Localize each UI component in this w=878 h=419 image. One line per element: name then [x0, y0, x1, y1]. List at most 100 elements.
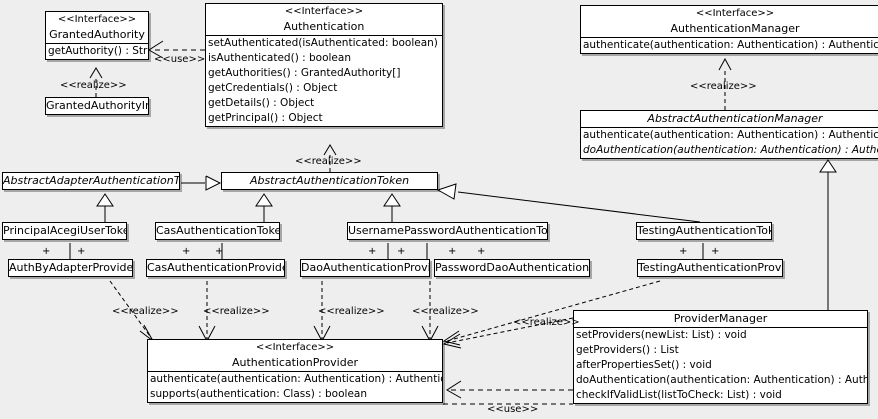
assoc-plus-mark: +	[182, 246, 191, 257]
class-dao-authentication-provider[interactable]: DaoAuthenticationProvider	[300, 259, 430, 277]
compartment-divider	[46, 43, 148, 44]
relationship-label-use-authentication-granted-authority: <<use>>	[154, 54, 206, 65]
operation: authenticate(authentication: Authenticat…	[583, 129, 878, 141]
class-authentication-provider[interactable]: <<Interface>> AuthenticationProvider aut…	[147, 339, 443, 403]
assoc-plus-mark: +	[215, 246, 224, 257]
class-header: UsernamePasswordAuthenticationToken	[348, 223, 547, 239]
relationship-label-realize-dao-authentication-provider: <<realize>>	[318, 306, 385, 317]
class-abstract-authentication-manager[interactable]: AbstractAuthenticationManager authentica…	[580, 110, 878, 159]
class-name: AbstractAuthenticationToken	[249, 174, 410, 187]
class-abstract-adapter-authentication-token[interactable]: AbstractAdapterAuthenticationToken	[2, 172, 180, 190]
class-name: PrincipalAcegiUserToken	[3, 224, 127, 237]
operation: authenticate(authentication: Authenticat…	[150, 373, 443, 385]
class-principal-acegi-user-token[interactable]: PrincipalAcegiUserToken	[2, 222, 127, 240]
compartment-divider	[148, 371, 442, 372]
class-abstract-authentication-token[interactable]: AbstractAuthenticationToken	[221, 172, 438, 190]
stereotype-label: <<Interface>>	[284, 6, 364, 17]
class-name: CasAuthenticationProvider	[147, 261, 285, 274]
class-granted-authority-impl[interactable]: GrantedAuthorityImpl	[45, 97, 149, 115]
class-header: <<Interface>> AuthenticationManager	[581, 6, 878, 37]
use-provider-manager-authentication-provider	[446, 380, 573, 399]
operation: setAuthenticated(isAuthenticated: boolea…	[208, 37, 442, 49]
class-authentication-manager[interactable]: <<Interface>> AuthenticationManager auth…	[580, 5, 878, 54]
relationship-label-realize-testing-authentication-provider: <<realize>>	[513, 317, 580, 328]
class-password-dao-authentication-provider[interactable]: PasswordDaoAuthenticationProvider	[434, 259, 590, 277]
class-header: <<Interface>> Authentication	[206, 4, 442, 35]
assoc-plus-mark: +	[397, 246, 406, 257]
class-testing-authentication-token[interactable]: TestingAuthenticationToken	[636, 222, 772, 240]
class-name: GrantedAuthority	[49, 28, 145, 41]
operation: doAuthentication(authentication: Authent…	[576, 374, 867, 386]
operation: getProviders() : List	[576, 344, 679, 356]
relationship-label-realize-password-dao-authentication-provider: <<realize>>	[412, 306, 479, 317]
class-name: AuthByAdapterProvider	[9, 261, 133, 274]
class-cas-authentication-token[interactable]: CasAuthenticationToken	[155, 222, 280, 240]
class-header: AuthByAdapterProvider	[9, 260, 132, 276]
generalize-principal-acegi-user-token	[96, 193, 114, 222]
class-name: ProviderManager	[673, 312, 768, 325]
relationship-label-realize-abstract-authentication-manager: <<realize>>	[690, 81, 757, 92]
compartment-divider	[574, 327, 867, 328]
assoc-adapter-token-to-abstract-token	[181, 175, 222, 191]
class-header: AbstractAdapterAuthenticationToken	[3, 173, 179, 189]
operations-compartment: authenticate(authentication: Authenticat…	[148, 372, 442, 402]
assoc-plus-mark: +	[368, 246, 377, 257]
class-header: <<Interface>> GrantedAuthority	[46, 12, 148, 43]
operation: getDetails() : Object	[208, 97, 315, 109]
stereotype-label: <<Interface>>	[57, 14, 137, 25]
stereotype-label: <<Interface>>	[255, 342, 335, 353]
operation: getAuthority() : String	[48, 45, 148, 57]
relationship-label-realize-auth-by-adapter-provider: <<realize>>	[112, 306, 179, 317]
class-name: AbstractAuthenticationManager	[647, 112, 823, 125]
class-provider-manager[interactable]: ProviderManager setProviders(newList: Li…	[573, 310, 868, 404]
class-header: GrantedAuthorityImpl	[46, 98, 148, 114]
class-cas-authentication-provider[interactable]: CasAuthenticationProvider	[146, 259, 285, 277]
generalize-cas-authentication-token	[255, 193, 273, 222]
operation: getCredentials() : Object	[208, 82, 338, 94]
class-name: PasswordDaoAuthenticationProvider	[435, 261, 590, 274]
compartment-divider	[206, 35, 442, 36]
generalize-testing-authentication-token	[436, 183, 701, 223]
class-testing-authentication-provider[interactable]: TestingAuthenticationProvider	[637, 259, 783, 277]
class-name: CasAuthenticationToken	[156, 224, 280, 237]
class-header: CasAuthenticationProvider	[147, 260, 284, 276]
generalize-provider-manager	[819, 159, 837, 310]
relationship-label-realize-cas-authentication-provider: <<realize>>	[203, 306, 270, 317]
stereotype-label: <<Interface>>	[695, 8, 775, 19]
operations-compartment: setProviders(newList: List) : void getPr…	[574, 328, 867, 403]
relationship-label-realize-abstract-authentication-token: <<realize>>	[295, 156, 362, 167]
operations-compartment: setAuthenticated(isAuthenticated: boolea…	[206, 36, 442, 126]
class-name: AuthenticationManager	[670, 22, 800, 35]
class-auth-by-adapter-provider[interactable]: AuthByAdapterProvider	[8, 259, 133, 277]
class-authentication[interactable]: <<Interface>> Authentication setAuthenti…	[205, 3, 443, 127]
class-header: AbstractAuthenticationManager	[581, 111, 878, 127]
operation: setProviders(newList: List) : void	[576, 329, 747, 341]
relationship-label-realize-granted-authority-impl: <<realize>>	[60, 80, 127, 91]
assoc-plus-mark: +	[448, 246, 457, 257]
class-name: Authentication	[283, 20, 365, 33]
class-header: PrincipalAcegiUserToken	[3, 223, 126, 239]
class-name: AbstractAdapterAuthenticationToken	[3, 174, 180, 187]
class-name: GrantedAuthorityImpl	[46, 99, 148, 112]
class-header: TestingAuthenticationToken	[637, 223, 771, 239]
compartment-divider	[581, 127, 878, 128]
class-header: TestingAuthenticationProvider	[638, 260, 782, 276]
class-header: PasswordDaoAuthenticationProvider	[435, 260, 589, 276]
operation: isAuthenticated() : boolean	[208, 52, 351, 64]
class-name: UsernamePasswordAuthenticationToken	[348, 224, 548, 237]
operation: checkIfValidList(listToCheck: List) : vo…	[576, 389, 782, 401]
compartment-divider	[581, 37, 878, 38]
operations-compartment: getAuthority() : String	[46, 44, 148, 59]
operations-compartment: authenticate(authentication: Authenticat…	[581, 38, 878, 53]
generalize-username-password-authentication-token	[383, 193, 401, 222]
operation: doAuthentication(authentication: Authent…	[583, 144, 878, 156]
class-name: AuthenticationProvider	[231, 356, 359, 369]
operation: getPrincipal() : Object	[208, 112, 323, 124]
operation: afterPropertiesSet() : void	[576, 359, 712, 371]
operation: supports(authentication: Class) : boolea…	[150, 388, 367, 400]
class-header: DaoAuthenticationProvider	[301, 260, 429, 276]
class-granted-authority[interactable]: <<Interface>> GrantedAuthority getAuthor…	[45, 11, 149, 60]
class-username-password-authentication-token[interactable]: UsernamePasswordAuthenticationToken	[347, 222, 548, 240]
relationship-label-use-provider-manager: <<use>>	[487, 404, 539, 415]
